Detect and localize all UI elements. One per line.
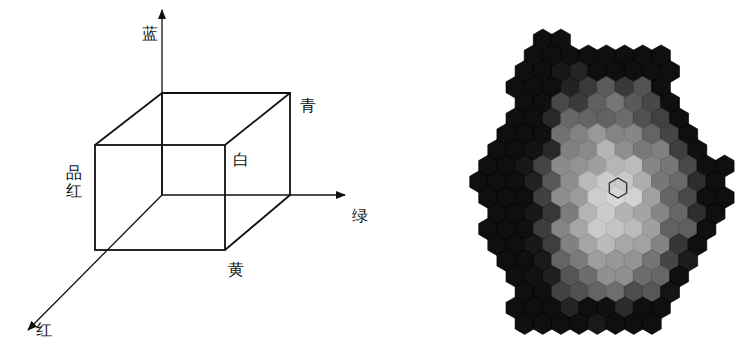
green-axis — [162, 194, 345, 195]
som-cell — [533, 313, 552, 335]
som-cell — [606, 313, 625, 335]
cube-back-edges — [162, 93, 290, 250]
axis-label: 红 — [36, 322, 52, 338]
cube-front-face — [95, 145, 225, 250]
som-cell — [624, 313, 643, 335]
blue-axis — [161, 10, 162, 195]
corner-label: 黄 — [228, 262, 244, 278]
axis-label: 蓝 — [142, 26, 158, 42]
winner-cell-outline — [609, 178, 626, 198]
som-cell — [642, 313, 661, 335]
corner-label: 品红 — [66, 164, 82, 199]
corner-label: 白 — [233, 152, 249, 168]
som-cell — [570, 313, 589, 335]
corner-label: 青 — [300, 98, 316, 114]
som-cell — [588, 313, 607, 335]
som-cell — [515, 313, 534, 335]
som-cell — [552, 313, 571, 335]
axis-label: 绿 — [352, 208, 368, 224]
